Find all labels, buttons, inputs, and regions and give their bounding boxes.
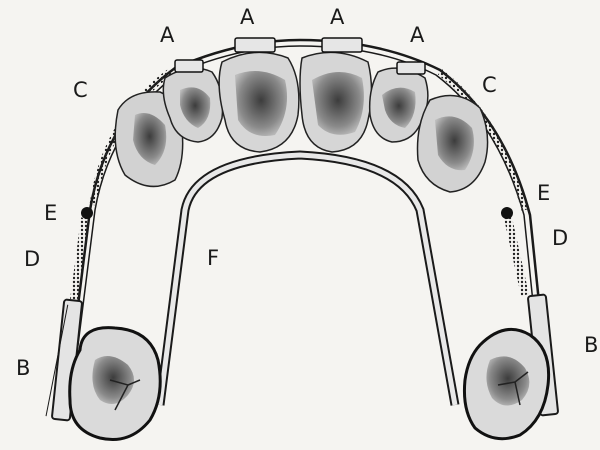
stop-e-right — [501, 207, 513, 219]
label-d-left: D — [24, 247, 40, 271]
coil-spring-d-right — [508, 218, 525, 295]
coil-spring-d-left — [74, 218, 85, 300]
label-c-left: C — [73, 78, 88, 102]
label-d-right: D — [552, 226, 568, 250]
label-e-right: E — [537, 181, 550, 205]
molar-left — [70, 328, 161, 440]
label-e-left: E — [44, 201, 57, 225]
label-a-3: A — [330, 5, 345, 29]
label-a-4: A — [410, 23, 425, 47]
label-b-right: B — [584, 333, 598, 357]
label-a-2: A — [240, 5, 255, 29]
label-b-left: B — [16, 356, 30, 380]
label-a-1: A — [160, 23, 175, 47]
stop-e-left — [81, 207, 93, 219]
label-f: F — [207, 246, 219, 270]
molar-right — [464, 329, 548, 438]
label-c-right: C — [482, 73, 497, 97]
palatal-bar-f — [160, 155, 455, 405]
